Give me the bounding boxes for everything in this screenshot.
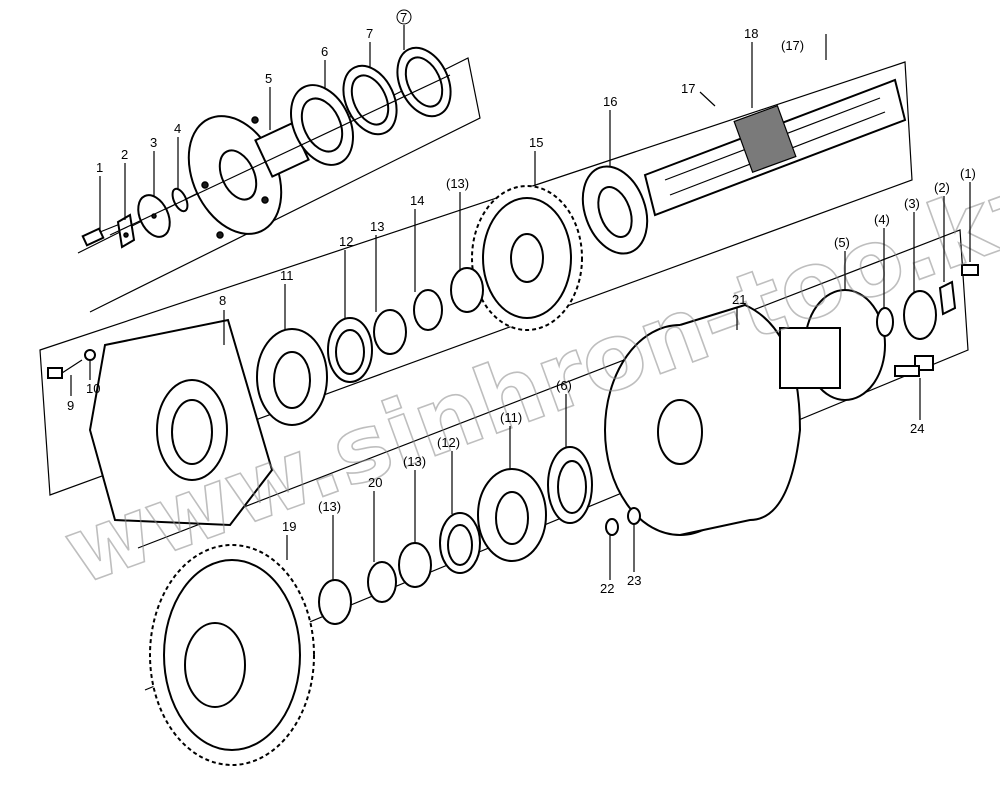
- part-24-bolt: [894, 355, 934, 377]
- part-19-gear: [149, 544, 315, 766]
- part-13b-needle-bearing: [450, 267, 484, 313]
- label-r13b: (13): [318, 499, 341, 514]
- label-r5: (5): [834, 235, 850, 250]
- part-13-bottom-bearing-2: [398, 542, 432, 588]
- part-12-bottom-ring: [439, 512, 481, 574]
- label-9: 9: [67, 398, 74, 413]
- label-r4: (4): [874, 212, 890, 227]
- part-22-nut: [605, 518, 619, 536]
- label-14: 14: [410, 193, 424, 208]
- label-r3: (3): [904, 196, 920, 211]
- label-13: 13: [370, 219, 384, 234]
- part-6-seal: [290, 84, 354, 166]
- label-7: 7: [366, 26, 373, 41]
- part-16-coupling: [581, 165, 649, 255]
- label-21: 21: [732, 292, 746, 307]
- part-6-bottom-seal: [547, 446, 593, 524]
- part-8-cover: [88, 318, 274, 527]
- label-r13a: (13): [403, 454, 426, 469]
- part-21-housing: [604, 303, 802, 536]
- part-1-bolt: [81, 223, 121, 247]
- label-22: 22: [600, 581, 614, 596]
- label-8: 8: [219, 293, 226, 308]
- part-4r-o-ring: [876, 307, 894, 337]
- part-11-bottom-bearing: [477, 468, 547, 562]
- label-r11: (11): [500, 410, 522, 425]
- part-17-shaft: [643, 78, 907, 217]
- label-15: 15: [529, 135, 543, 150]
- label-1: 1: [96, 160, 103, 175]
- part-1r-bolt: [961, 264, 979, 276]
- label-6: 6: [321, 44, 328, 59]
- part-20-ring: [367, 561, 397, 603]
- label-7-circle: [396, 9, 412, 25]
- part-12-ring: [327, 317, 373, 383]
- part-13-bottom-bearing: [318, 579, 352, 625]
- label-24: 24: [910, 421, 924, 436]
- label-r12: (12): [437, 435, 460, 450]
- label-r2: (2): [934, 180, 950, 195]
- label-5: 5: [265, 71, 272, 86]
- part-labels: 1 2 3 4 5 6 7 7 8 9 10 11 12 13 14 (13) …: [67, 9, 976, 596]
- label-11: 11: [280, 268, 294, 283]
- part-9-bolt: [47, 359, 83, 379]
- leader-lines: [70, 25, 971, 580]
- label-16: 16: [603, 94, 617, 109]
- part-2r-lock-plate: [938, 280, 957, 316]
- label-17: 17: [681, 81, 695, 96]
- part-11-bearing: [256, 328, 328, 426]
- label-18: 18: [744, 26, 758, 41]
- label-12: 12: [339, 234, 353, 249]
- part-13-needle-bearing: [373, 309, 407, 355]
- part-4-o-ring: [171, 187, 189, 213]
- part-5r-flange: [779, 289, 886, 401]
- label-20: 20: [368, 475, 382, 490]
- label-7-circled: 7: [400, 10, 407, 25]
- label-r1: (1): [960, 166, 976, 181]
- label-17b: (17): [781, 38, 804, 53]
- part-5-flange: [187, 115, 310, 239]
- label-3: 3: [150, 135, 157, 150]
- part-7-circled-ring: [396, 46, 452, 118]
- top-axis-line: [109, 74, 451, 236]
- label-13b: (13): [446, 176, 469, 191]
- part-15-gear: [471, 185, 583, 331]
- label-2: 2: [121, 147, 128, 162]
- part-23-washer: [627, 507, 641, 525]
- part-3-washer: [137, 194, 171, 238]
- label-10: 10: [86, 381, 100, 396]
- label-r6: (6): [556, 378, 572, 393]
- label-19: 19: [282, 519, 296, 534]
- part-3r-washer: [903, 290, 937, 340]
- part-14-ring: [413, 289, 443, 331]
- label-4: 4: [174, 121, 181, 136]
- part-10-washer: [84, 349, 96, 361]
- label-23: 23: [627, 573, 641, 588]
- part-7-ring: [342, 64, 398, 136]
- part-2-lock-plate: [116, 213, 136, 249]
